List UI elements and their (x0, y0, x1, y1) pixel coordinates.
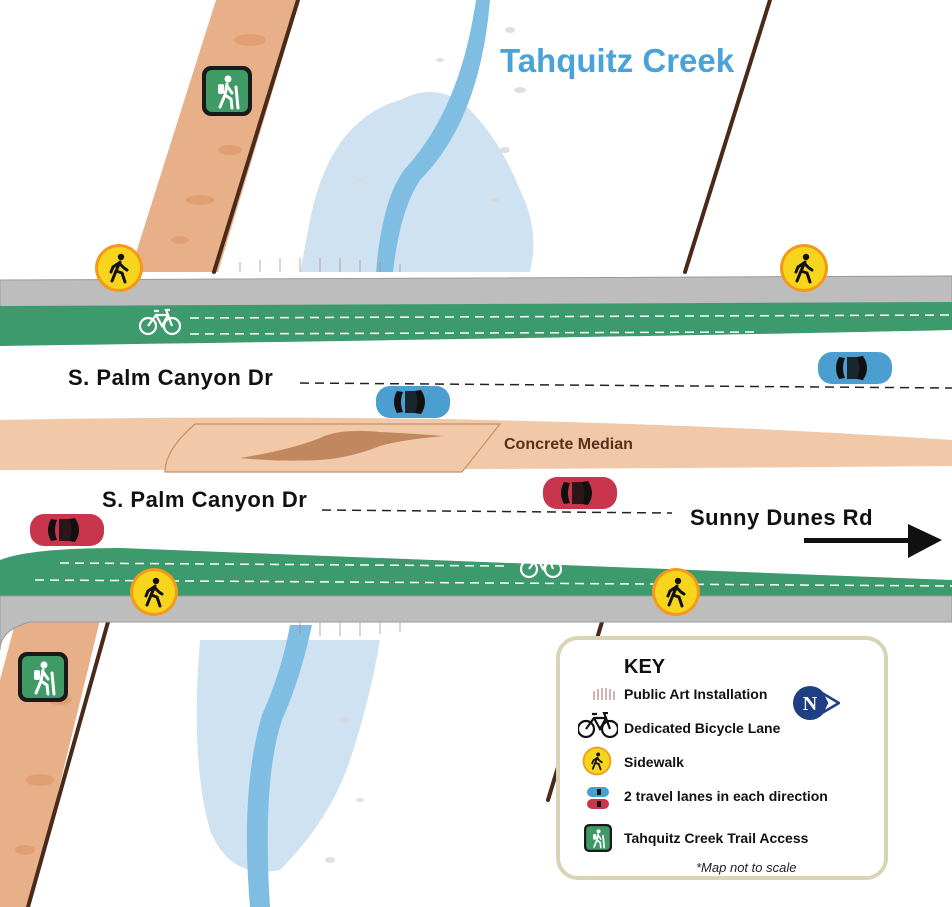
pedestrian-icon (582, 746, 612, 776)
hiker-icon (584, 824, 612, 852)
pedestrian-icon (778, 242, 830, 294)
trail-north (130, 0, 300, 272)
key-item-label: 2 travel lanes in each direction (624, 788, 828, 804)
compass-icon: N (793, 686, 840, 720)
sidewalk-north (0, 275, 952, 309)
map-key: KEY N Public Art Installation Dedicated … (556, 636, 888, 880)
pedestrian-icon (93, 242, 145, 294)
car-blue-icon (818, 352, 892, 384)
pedestrian-icon (650, 566, 702, 618)
creek-north (376, 0, 490, 272)
direction-arrow (804, 524, 942, 558)
key-item-label: Tahquitz Creek Trail Access (624, 830, 809, 846)
street-label-north: S. Palm Canyon Dr (68, 365, 274, 390)
cross-street-label: Sunny Dunes Rd (690, 505, 874, 530)
lane-divider-north (299, 382, 952, 389)
key-item-label: Sidewalk (624, 754, 684, 770)
sidewalk-south (0, 595, 952, 651)
car-red-icon (543, 477, 617, 509)
creek-south (246, 625, 312, 907)
scale-note: *Map not to scale (696, 860, 797, 875)
car-red-icon (30, 514, 104, 546)
hiker-icon (200, 64, 254, 118)
creek-name: Tahquitz Creek (500, 42, 735, 79)
median-label: Concrete Median (504, 436, 633, 453)
pedestrian-icon (128, 566, 180, 618)
street-label-south: S. Palm Canyon Dr (102, 487, 308, 512)
key-item-label: Dedicated Bicycle Lane (624, 720, 781, 736)
creek-wash-south (196, 640, 380, 872)
hiker-icon (16, 650, 70, 704)
cars-icon (587, 787, 609, 809)
bicycle-icon (578, 712, 618, 738)
compass-letter: N (803, 693, 818, 715)
public-art-icon (593, 688, 615, 700)
key-title: KEY (624, 656, 666, 678)
key-item-label: Public Art Installation (624, 686, 768, 702)
lane-divider-south (321, 509, 673, 514)
median-art (240, 430, 444, 461)
car-blue-icon (376, 386, 450, 418)
bike-lane-north (0, 302, 952, 346)
